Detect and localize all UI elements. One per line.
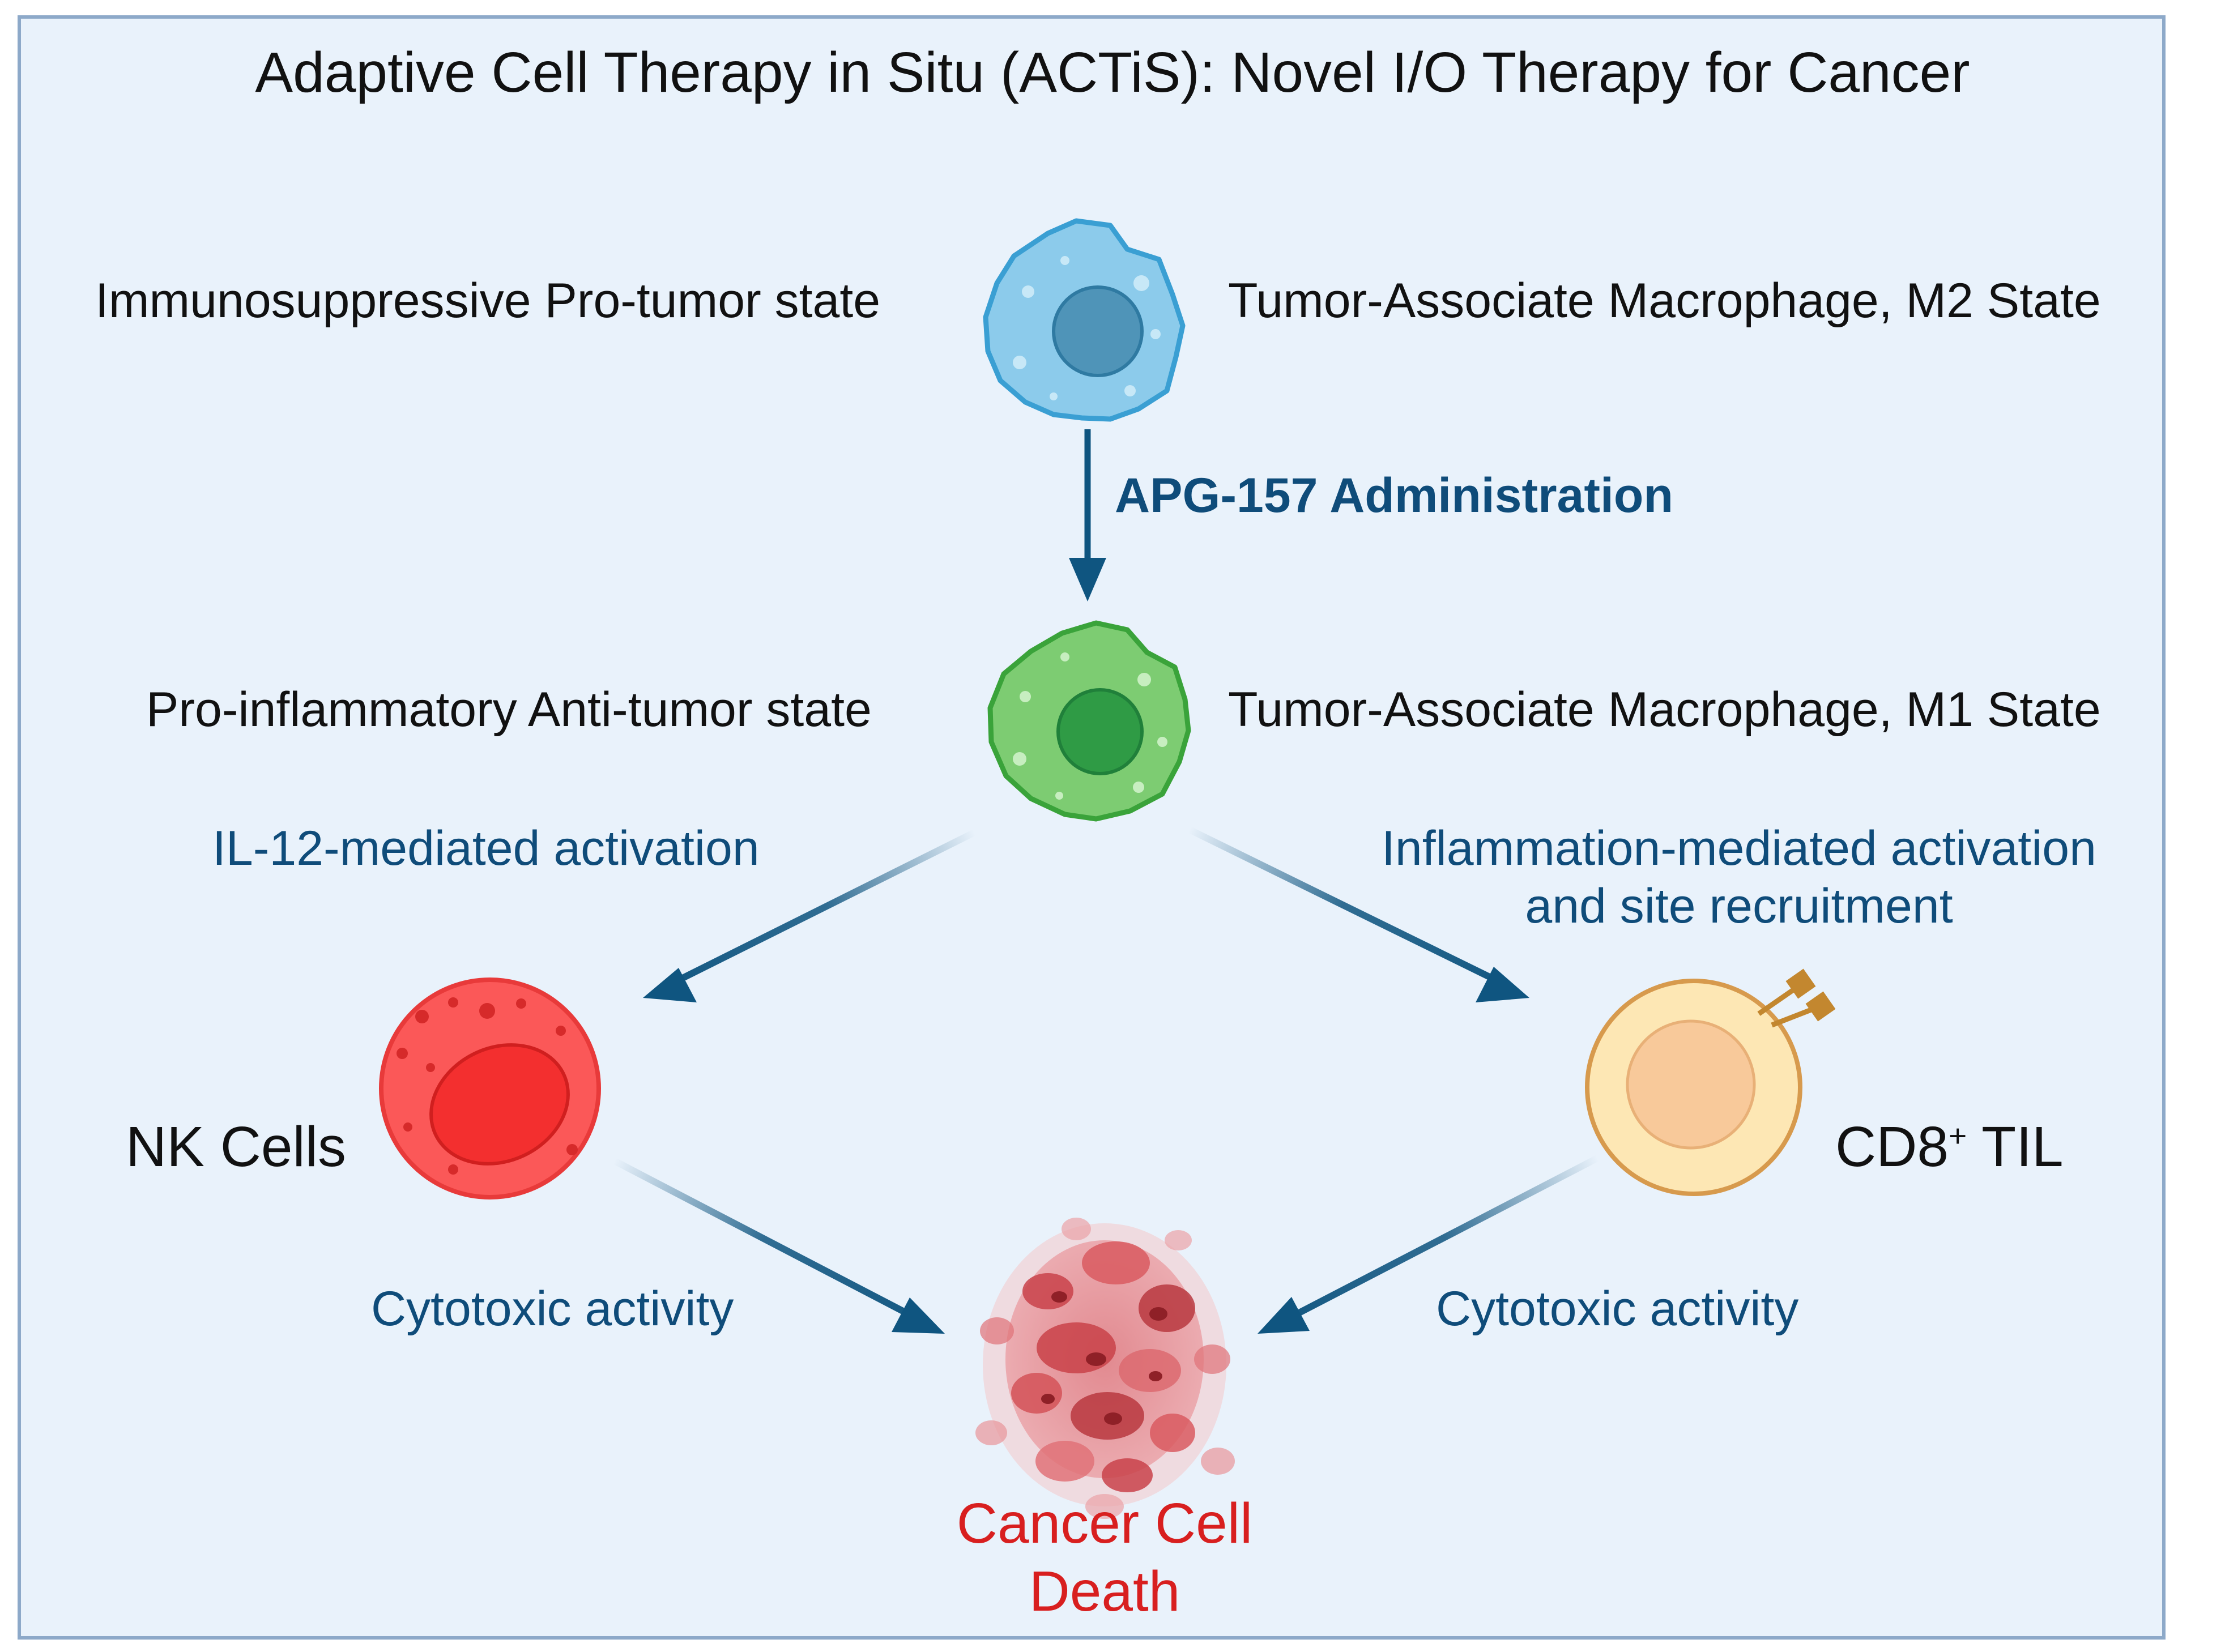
cytotoxic-activity-right-label: Cytotoxic activity [1436,1282,1799,1336]
cancer-cell-death-label: Cancer Cell Death [878,1489,1331,1625]
cytotoxic-arrow-right [1258,1155,1599,1334]
m2-state-description: Immunosuppressive Pro-tumor state [95,274,881,328]
cancer-cell-death-line2: Death [1029,1560,1180,1623]
administration-label: APG-157 Administration [1115,468,1673,523]
m2-macrophage-icon [983,218,1186,422]
nk-cells-label: NK Cells [126,1115,346,1179]
cd8-til-cell-icon [1585,968,1836,1196]
cd8-til-label: CD8+ TIL [1835,1119,2064,1175]
m2-macrophage-label: Tumor-Associate Macrophage, M2 State [1228,274,2101,328]
inflammation-activation-line1: Inflammation-mediated activation [1382,821,2096,876]
cd8-label-suffix: TIL [1967,1115,2064,1179]
nk-cell-icon [379,977,601,1199]
cancer-cell-death-icon [975,1218,1235,1519]
m1-macrophage-icon [987,620,1191,822]
branch-arrow-left [643,829,976,1002]
administration-arrow [1069,429,1106,601]
branch-arrow-right [1188,826,1529,1002]
il12-activation-label: IL-12-mediated activation [212,821,760,876]
m1-macrophage-label: Tumor-Associate Macrophage, M1 State [1228,682,2101,737]
cancer-cell-death-line1: Cancer Cell [956,1492,1253,1555]
diagram-title: Adaptive Cell Therapy in Situ (ACTiS): N… [255,41,1970,104]
cd8-label-superscript: + [1949,1118,1967,1154]
cytotoxic-activity-left-label: Cytotoxic activity [371,1282,734,1336]
inflammation-activation-label: Inflammation-mediated activation and sit… [1348,824,2130,930]
cd8-label-prefix: CD8 [1835,1115,1949,1179]
cytotoxic-arrow-left [613,1158,945,1334]
m1-state-description: Pro-inflammatory Anti-tumor state [146,682,872,737]
inflammation-activation-line2: and site recruitment [1525,879,1953,933]
